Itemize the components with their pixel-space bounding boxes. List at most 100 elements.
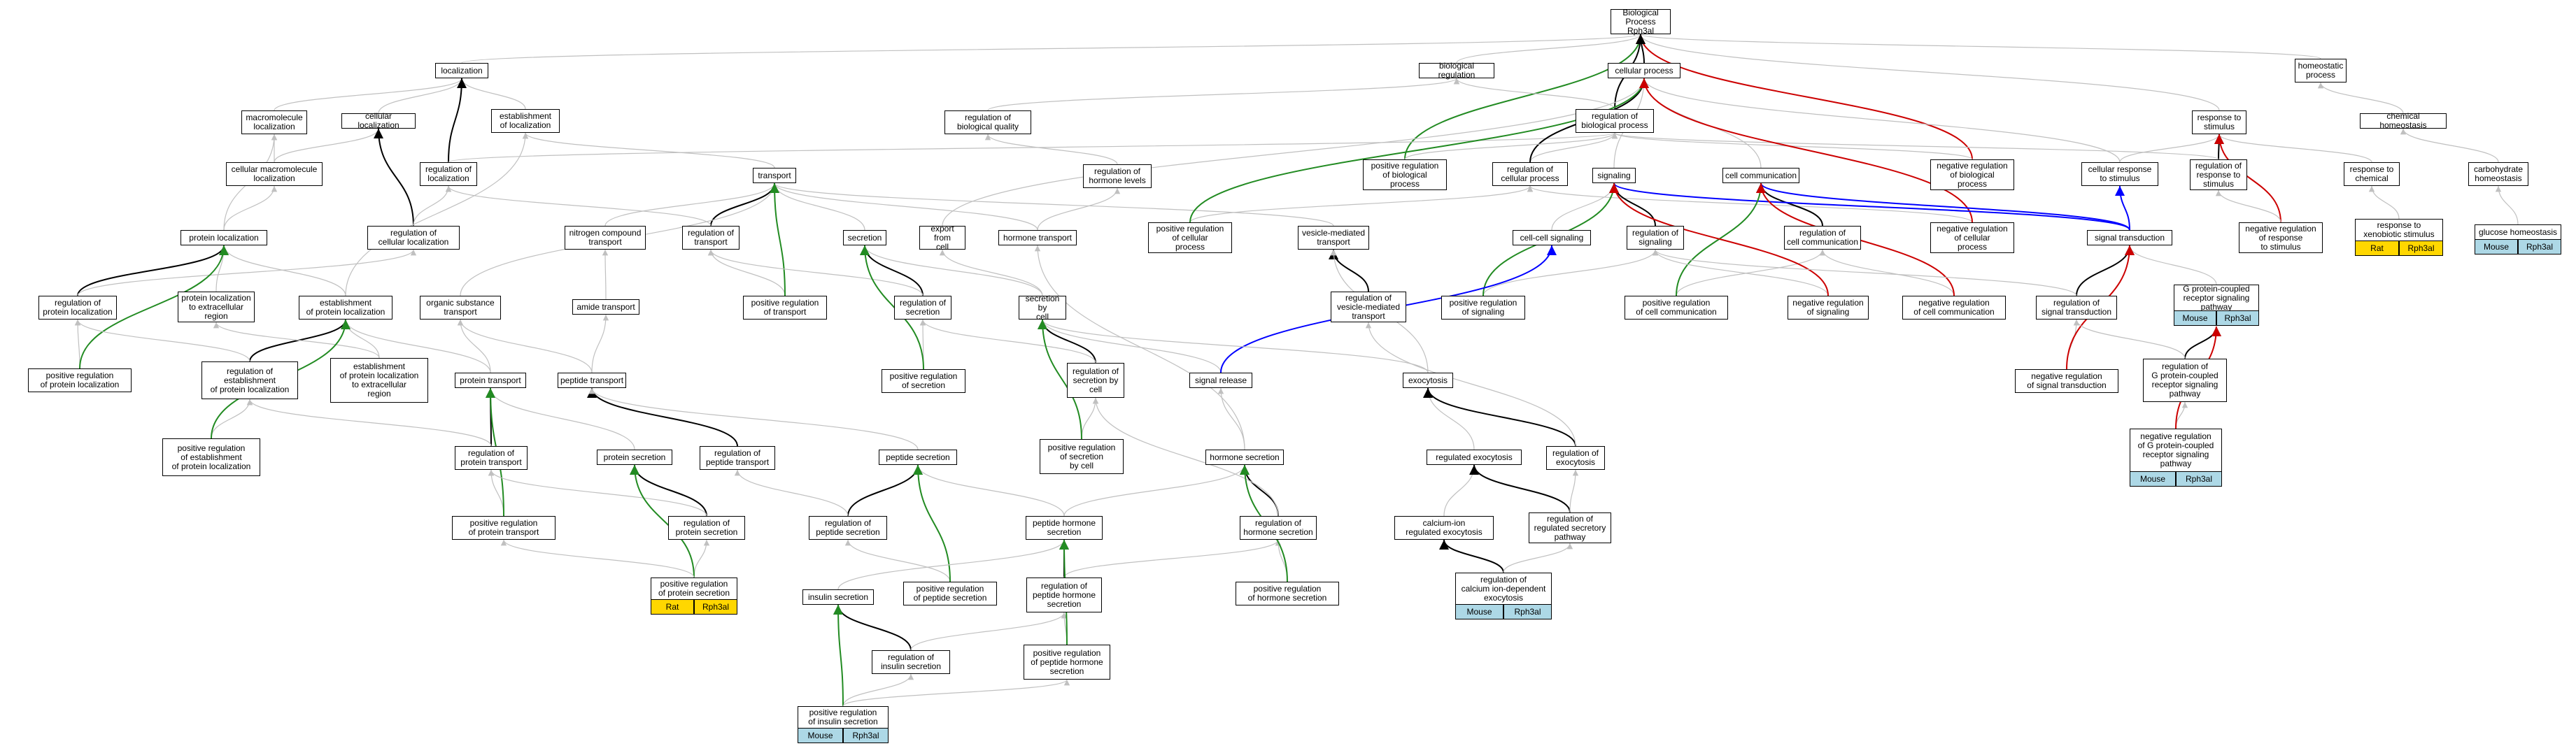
term-regulation-of-secretion-by-cell[interactable]: regulation of secretion by cell	[1067, 363, 1124, 398]
term-peptide-secretion[interactable]: peptide secretion	[879, 450, 957, 465]
term-positive-regulation-of-peptide-secretion[interactable]: positive regulation of peptide secretion	[903, 582, 997, 605]
term-secretion[interactable]: secretion	[843, 230, 886, 245]
term-positive-regulation-of-transport[interactable]: positive regulation of transport	[743, 296, 827, 320]
term-positive-regulation-of-secretion[interactable]: positive regulation of secretion	[882, 369, 965, 393]
term-regulation-of-regulated-secretory-pathway[interactable]: regulation of regulated secretory pathwa…	[1529, 512, 1611, 543]
term-positive-regulation-of-biological-process[interactable]: positive regulation of biological proces…	[1363, 159, 1447, 190]
term-peptide-transport[interactable]: peptide transport	[558, 373, 626, 388]
term-regulation-of-signaling[interactable]: regulation of signaling	[1627, 226, 1684, 250]
term-regulation-of-peptide-secretion[interactable]: regulation of peptide secretion	[809, 516, 887, 540]
term-carbohydrate-homeostasis[interactable]: carbohydrate homeostasis	[2468, 162, 2528, 186]
term-chemical-homeostasis[interactable]: chemical homeostasis	[2360, 112, 2447, 130]
term-negative-regulation-of-biological-process[interactable]: negative regulation of biological proces…	[1930, 159, 2014, 190]
term-gpcr-signaling-pathway[interactable]: G protein-coupled receptor signaling pat…	[2174, 284, 2259, 311]
term-negative-regulation-of-cellular-process[interactable]: negative regulation of cellular process	[1930, 222, 2014, 253]
term-positive-regulation-of-insulin-secretion[interactable]: positive regulation of insulin secretion	[798, 706, 889, 729]
term-calcium-ion-regulated-exocytosis[interactable]: calcium-ion regulated exocytosis	[1394, 516, 1494, 540]
term-regulation-of-exocytosis[interactable]: regulation of exocytosis	[1546, 446, 1605, 470]
edge-regulation_of_secretion-to-regulation_of_transport	[707, 249, 923, 296]
term-exocytosis[interactable]: exocytosis	[1403, 373, 1453, 388]
term-negative-regulation-of-signaling[interactable]: negative regulation of signaling	[1788, 296, 1869, 320]
term-regulation-of-hormone-secretion[interactable]: regulation of hormone secretion	[1240, 516, 1317, 540]
term-regulation-of-peptide-hormone-secretion[interactable]: regulation of peptide hormone secretion	[1026, 578, 1102, 612]
term-response-to-xenobiotic-stimulus[interactable]: response to xenobiotic stimulus	[2355, 219, 2443, 241]
edge-regulation_of_signal_transduction-to-signal_transduction	[2076, 245, 2135, 296]
term-signal-transduction[interactable]: signal transduction	[2087, 230, 2172, 245]
term-macromolecule-localization[interactable]: macromolecule localization	[241, 110, 307, 134]
term-hormone-transport[interactable]: hormone transport	[998, 230, 1077, 245]
term-export-from-cell[interactable]: export from cell	[919, 224, 965, 251]
term-regulation-of-transport[interactable]: regulation of transport	[682, 226, 739, 250]
term-regulation-of-protein-localization[interactable]: regulation of protein localization	[38, 296, 117, 320]
term-secretion-by-cell[interactable]: secretion by cell	[1019, 294, 1066, 321]
term-cell-communication[interactable]: cell communication	[1722, 168, 1799, 183]
term-regulation-of-hormone-levels[interactable]: regulation of hormone levels	[1083, 164, 1152, 188]
term-establishment-of-protein-localization[interactable]: establishment of protein localization	[299, 296, 392, 320]
term-regulation-of-vesicle-mediated-transport[interactable]: regulation of vesicle-mediated transport	[1331, 292, 1406, 322]
edge-regulation_of_peptide_secretion-to-peptide_secretion	[847, 464, 923, 517]
term-response-to-stimulus[interactable]: response to stimulus	[2192, 110, 2246, 134]
term-glucose-homeostasis[interactable]: glucose homeostasis	[2475, 224, 2561, 240]
term-positive-regulation-of-signaling[interactable]: positive regulation of signaling	[1441, 296, 1525, 320]
term-localization[interactable]: localization	[435, 63, 488, 78]
term-negative-regulation-of-cell-communication[interactable]: negative regulation of cell communicatio…	[1902, 296, 2006, 320]
term-positive-regulation-of-establishment-of-protein-localization[interactable]: positive regulation of establishment of …	[162, 438, 260, 476]
term-regulation-of-protein-secretion[interactable]: regulation of protein secretion	[668, 516, 745, 540]
term-regulation-of-insulin-secretion[interactable]: regulation of insulin secretion	[872, 650, 950, 674]
edge-positive_regulation_of_cellular_process-to-regulation_of_cellular_process	[1189, 185, 1534, 223]
term-protein-transport[interactable]: protein transport	[455, 373, 526, 388]
term-regulated-exocytosis[interactable]: regulated exocytosis	[1427, 450, 1522, 465]
term-regulation-of-localization[interactable]: regulation of localization	[420, 162, 477, 186]
term-protein-localization-to-extracellular-region[interactable]: protein localization to extracellular re…	[178, 292, 255, 322]
edge-insulin_secretion-to-peptide_hormone_secretion	[837, 539, 1068, 590]
term-vesicle-mediated-transport[interactable]: vesicle-mediated transport	[1298, 226, 1369, 250]
term-transport[interactable]: transport	[753, 168, 796, 183]
term-negative-regulation-of-signal-transduction[interactable]: negative regulation of signal transducti…	[2015, 369, 2118, 393]
term-peptide-hormone-secretion[interactable]: peptide hormone secretion	[1026, 516, 1103, 540]
term-regulation-of-calcium-ion-dependent-exocytosis[interactable]: regulation of calcium ion-dependent exoc…	[1455, 573, 1552, 605]
term-homeostatic-process[interactable]: homeostatic process	[2295, 59, 2347, 83]
term-establishment-of-protein-localization-to-extracellular-region[interactable]: establishment of protein localization to…	[330, 358, 428, 403]
term-cellular-localization[interactable]: cellular localization	[341, 112, 416, 130]
term-regulation-of-secretion[interactable]: regulation of secretion	[894, 296, 951, 320]
term-amide-transport[interactable]: amide transport	[572, 299, 639, 315]
term-regulation-of-response-to-stimulus[interactable]: regulation of response to stimulus	[2190, 159, 2247, 190]
term-cell-cell-signaling[interactable]: cell-cell signaling	[1513, 230, 1591, 245]
term-regulation-of-protein-transport[interactable]: regulation of protein transport	[455, 446, 528, 470]
term-cellular-process[interactable]: cellular process	[1608, 63, 1680, 78]
term-positive-regulation-of-protein-secretion[interactable]: positive regulation of protein secretion	[651, 578, 737, 600]
term-positive-regulation-of-peptide-hormone-secretion[interactable]: positive regulation of peptide hormone s…	[1024, 645, 1110, 680]
term-regulation-of-cellular-process[interactable]: regulation of cellular process	[1492, 162, 1568, 186]
term-positive-regulation-of-hormone-secretion[interactable]: positive regulation of hormone secretion	[1236, 582, 1339, 605]
term-regulation-of-cell-communication[interactable]: regulation of cell communication	[1784, 226, 1861, 250]
term-positive-regulation-of-cell-communication[interactable]: positive regulation of cell communicatio…	[1625, 296, 1728, 320]
term-regulation-of-biological-quality[interactable]: regulation of biological quality	[944, 110, 1031, 134]
term-organic-substance-transport[interactable]: organic substance transport	[420, 296, 501, 320]
term-positive-regulation-of-cellular-process[interactable]: positive regulation of cellular process	[1148, 222, 1232, 253]
term-signal-release[interactable]: signal release	[1189, 373, 1252, 388]
term-regulation-of-establishment-of-protein-localization[interactable]: regulation of establishment of protein l…	[201, 361, 298, 399]
term-hormone-secretion[interactable]: hormone secretion	[1205, 450, 1284, 465]
term-bp[interactable]: Biological Process Rph3al	[1611, 8, 1671, 35]
term-positive-regulation-of-protein-transport[interactable]: positive regulation of protein transport	[452, 516, 555, 540]
term-regulation-of-cellular-localization[interactable]: regulation of cellular localization	[367, 226, 460, 250]
term-nitrogen-compound-transport[interactable]: nitrogen compound transport	[565, 226, 646, 250]
term-regulation-of-signal-transduction[interactable]: regulation of signal transduction	[2036, 296, 2117, 320]
edge-regulation_of_establishment_of_protein_localization-to-regulation_of_protein_localization	[74, 319, 250, 362]
term-regulation-of-gpcr-signaling-pathway[interactable]: regulation of G protein-coupled receptor…	[2143, 359, 2227, 402]
term-regulation-of-peptide-transport[interactable]: regulation of peptide transport	[700, 446, 775, 470]
term-regulation-of-biological-process[interactable]: regulation of biological process	[1576, 109, 1654, 133]
term-negative-regulation-of-gpcr-signaling-pathway[interactable]: negative regulation of G protein-coupled…	[2130, 429, 2222, 472]
term-establishment-of-localization[interactable]: establishment of localization	[491, 109, 560, 133]
term-protein-localization[interactable]: protein localization	[181, 230, 267, 245]
term-cellular-macromolecule-localization[interactable]: cellular macromolecule localization	[226, 162, 323, 186]
term-protein-secretion[interactable]: protein secretion	[597, 450, 672, 465]
term-response-to-chemical[interactable]: response to chemical	[2344, 162, 2400, 186]
term-positive-regulation-of-protein-localization[interactable]: positive regulation of protein localizat…	[28, 368, 132, 392]
term-signaling[interactable]: signaling	[1592, 168, 1636, 183]
term-biological-regulation[interactable]: biological regulation	[1419, 62, 1494, 80]
term-negative-regulation-of-response-to-stimulus[interactable]: negative regulation of response to stimu…	[2239, 222, 2323, 253]
term-insulin-secretion[interactable]: insulin secretion	[802, 589, 874, 605]
term-positive-regulation-of-secretion-by-cell[interactable]: positive regulation of secretion by cell	[1040, 439, 1124, 474]
term-cellular-response-to-stimulus[interactable]: cellular response to stimulus	[2081, 162, 2158, 186]
